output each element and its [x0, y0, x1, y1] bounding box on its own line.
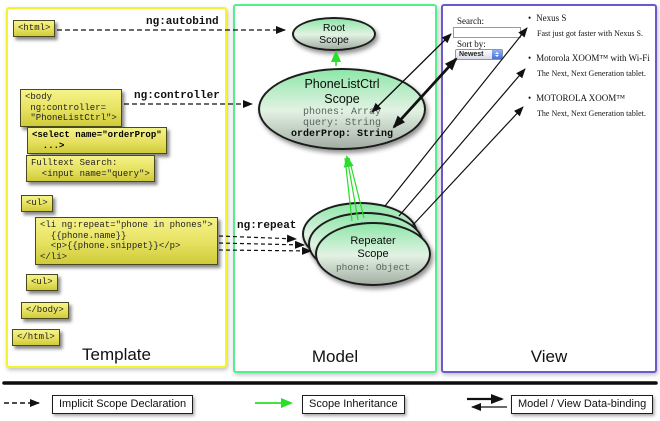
code-box-fulltext-search: Fulltext Search: <input name="query"> — [26, 155, 155, 183]
prop-phone: phone: Object — [335, 262, 411, 274]
list-item: • MOTOROLA XOOM™ The Next, Next Generatio… — [528, 93, 656, 120]
legend-implicit-scope: Implicit Scope Declaration — [52, 395, 194, 414]
list-item: • Nexus S Fast just got faster with Nexus… — [528, 13, 656, 40]
model-column-title: Model — [311, 347, 359, 366]
sort-select[interactable]: Newest — [455, 49, 503, 60]
prop-query: query: String — [302, 117, 381, 129]
repeater-scope-ellipse-front: Repeater Scope phone: Object — [315, 222, 431, 286]
phone-desc: Fast just got faster with Nexus S. — [537, 29, 643, 38]
code-box-li-repeat: <li ng:repeat="phone in phones"> {{phone… — [35, 217, 218, 266]
root-scope-ellipse: Root Scope — [292, 17, 376, 51]
phonelistctrl-scope-props: phones: Array query: String orderProp: S… — [290, 107, 394, 140]
legend-scope-inheritance: Scope Inheritance — [302, 395, 405, 414]
list-item: • Motorola XOOM™ with Wi-Fi The Next, Nex… — [528, 53, 656, 80]
phonelistctrl-scope-ellipse: PhoneListCtrl Scope phones: Array query:… — [258, 68, 426, 150]
code-box-ul-open: <ul> — [21, 195, 53, 212]
search-input[interactable] — [453, 27, 521, 38]
ng-autobind-label: ng:autobind — [146, 16, 219, 28]
root-scope-title: Root Scope — [319, 21, 349, 46]
code-box-html-close: </html> — [12, 329, 60, 346]
select-stepper-icon — [492, 50, 502, 59]
bullet-icon: • — [528, 93, 532, 103]
sort-by-label: Sort by: — [457, 39, 486, 49]
phone-title: Nexus S — [536, 13, 567, 23]
ng-repeat-label: ng:repeat — [237, 220, 297, 232]
repeater-scope-title: Repeater Scope — [350, 234, 396, 260]
legend-data-binding: Model / View Data-binding — [511, 395, 654, 414]
bullet-icon: • — [528, 53, 532, 63]
prop-phones: phones: Array — [302, 107, 381, 119]
search-label: Search: — [457, 16, 484, 26]
view-column-title: View — [530, 347, 568, 366]
code-box-ul-close: <ul> — [26, 274, 58, 291]
template-column-title: Template — [82, 345, 151, 364]
code-box-select: <select name="orderProp" ...> — [27, 127, 167, 155]
phone-title: Motorola XOOM™ with Wi-Fi — [536, 53, 650, 63]
code-box-body-open: <body ng:controller= "PhoneListCtrl"> — [20, 89, 122, 127]
bullet-icon: • — [528, 13, 532, 23]
phone-desc: The Next, Next Generation tablet. — [537, 109, 646, 118]
sort-select-value: Newest — [459, 51, 484, 58]
prop-orderprop: orderProp: String — [290, 128, 394, 140]
phonelistctrl-scope-title: PhoneListCtrl Scope — [304, 77, 380, 106]
phone-desc: The Next, Next Generation tablet. — [537, 69, 646, 78]
code-box-html-open: <html> — [13, 20, 56, 37]
phone-title: MOTOROLA XOOM™ — [536, 93, 626, 103]
code-box-body-close: </body> — [21, 302, 69, 319]
model-column — [233, 4, 437, 373]
phone-list: • Nexus S Fast just got faster with Nexus… — [528, 13, 656, 133]
ng-controller-label: ng:controller — [134, 90, 220, 102]
